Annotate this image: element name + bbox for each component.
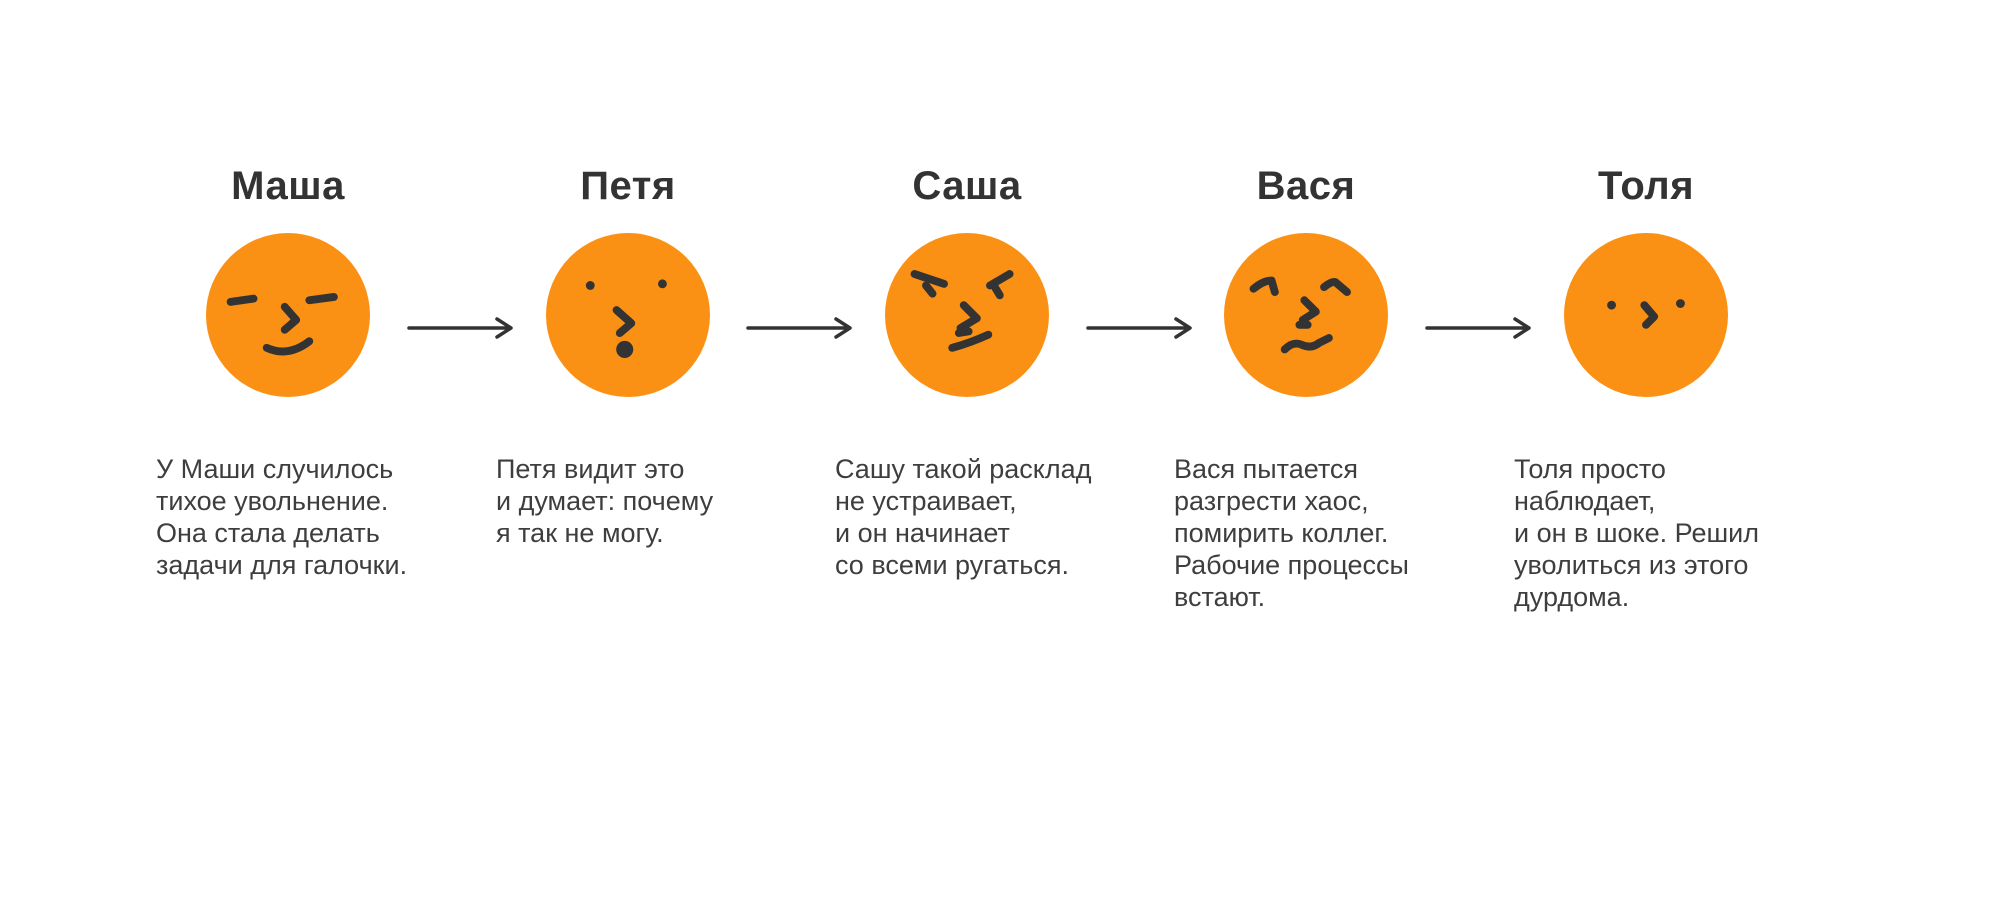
worried-face-icon — [1224, 233, 1388, 397]
person-name: Петя — [580, 164, 676, 208]
arrow-right-icon — [1424, 314, 1534, 342]
surprised-face-icon — [546, 233, 710, 397]
person-column-masha: Маша У Маши случилось тихое увольнение. … — [128, 163, 448, 581]
person-name: Вася — [1256, 164, 1356, 208]
shocked-blank-face-icon — [1564, 233, 1728, 397]
arrow-right-icon — [1085, 314, 1195, 342]
person-description: Петя видит это и думает: почему я так не… — [496, 454, 714, 548]
person-column-vasya: Вася Вася пытается разгрести хаос, помир… — [1146, 163, 1466, 613]
person-column-petya: Петя Петя видит это и думает: почему я т… — [468, 163, 788, 549]
person-name: Маша — [231, 164, 345, 208]
arrow-right-icon — [406, 314, 516, 342]
person-description: Сашу такой расклад не устраивает, и он н… — [835, 454, 1092, 580]
person-description: Толя просто наблюдает, и он в шоке. Реши… — [1514, 454, 1760, 612]
arrow-right-icon — [745, 314, 855, 342]
angry-face-icon — [885, 233, 1049, 397]
calm-smirk-face-icon — [206, 233, 370, 397]
person-column-sasha: Саша Сашу такой расклад не устраивает, и… — [807, 163, 1127, 581]
person-column-tolya: Толя Толя просто наблюдает, и он в шоке.… — [1486, 163, 1806, 613]
person-name: Саша — [912, 164, 1022, 208]
person-description: Вася пытается разгрести хаос, помирить к… — [1174, 454, 1409, 612]
person-description: У Маши случилось тихое увольнение. Она с… — [156, 454, 408, 580]
person-name: Толя — [1597, 164, 1695, 208]
